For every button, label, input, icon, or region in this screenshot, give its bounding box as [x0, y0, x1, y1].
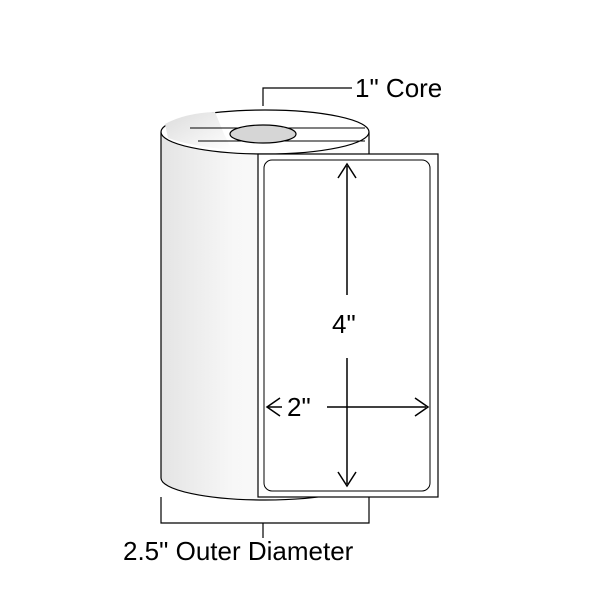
height-dimension: 4": [332, 162, 357, 488]
outer-diameter-bracket: [160, 497, 370, 524]
core-callout: 1" Core: [262, 73, 442, 106]
label-sheet: [257, 153, 439, 498]
outer-diameter-callout: 2.5" Outer Diameter: [123, 497, 370, 566]
width-label: 2": [287, 392, 311, 422]
width-arrowhead-right: [414, 397, 430, 417]
width-dimension: 2": [265, 392, 430, 422]
height-arrowhead-top: [337, 162, 357, 179]
core-label: 1" Core: [355, 73, 442, 103]
outer-diameter-label: 2.5" Outer Diameter: [123, 536, 354, 566]
core-leader-line: [262, 87, 352, 106]
core-hole: [229, 124, 297, 144]
label-face: [263, 159, 431, 492]
height-label: 4": [332, 309, 356, 339]
height-arrowhead-bottom: [337, 471, 357, 488]
width-arrowhead-left: [265, 397, 281, 417]
